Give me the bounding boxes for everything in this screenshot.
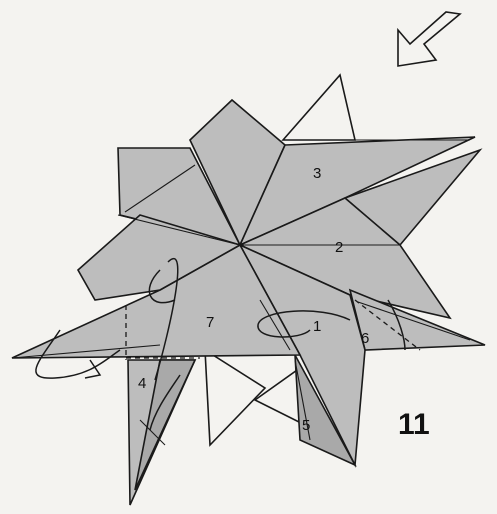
label-3: 3 — [313, 165, 321, 182]
label-2: 2 — [335, 239, 343, 256]
label-5: 5 — [302, 417, 310, 434]
label-4: 4 — [138, 375, 146, 392]
label-1: 1 — [313, 318, 321, 335]
rotate-arrow-icon — [398, 12, 460, 66]
star-body — [12, 100, 485, 505]
label-7: 7 — [206, 314, 214, 331]
label-6: 6 — [361, 330, 369, 347]
step-number: 11 — [398, 408, 430, 441]
